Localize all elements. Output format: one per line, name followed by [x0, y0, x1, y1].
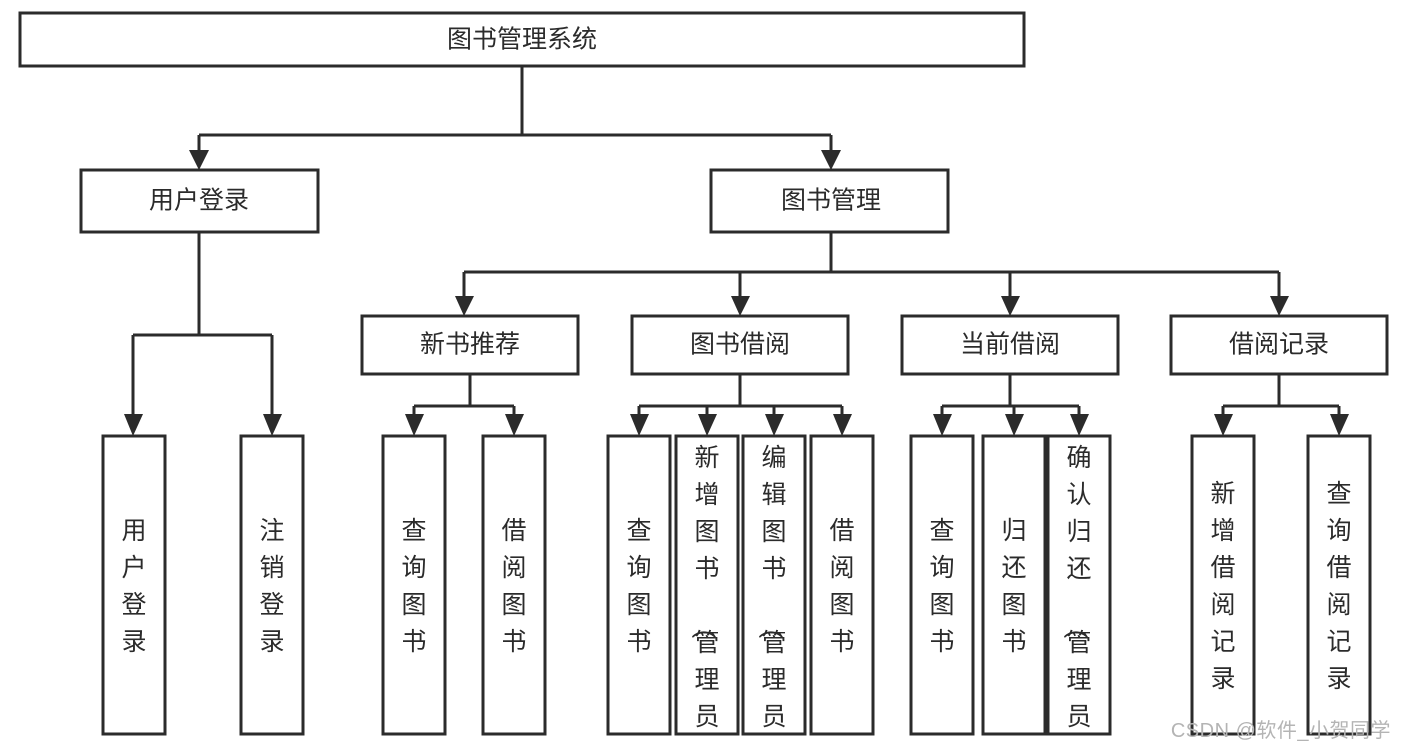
- leaf-node[interactable]: 借阅图书: [481, 434, 547, 736]
- node-book-borrow-label: 图书借阅: [690, 331, 790, 359]
- node-user-login[interactable]: 用户登录: [79, 168, 320, 234]
- leaf-node-label: 查询图书: [401, 517, 426, 656]
- arrow-new-book-leaf-1: [405, 414, 424, 436]
- leaf-node-label: 新增借阅记录: [1210, 480, 1235, 693]
- arrow-book-mgmt-child-2: [731, 296, 750, 316]
- node-root-box[interactable]: [18, 11, 1026, 68]
- node-user-login-label: 用户登录: [149, 187, 249, 215]
- leaf-node-label: 注销登录: [259, 517, 284, 656]
- leaf-node-box[interactable]: [101, 434, 167, 736]
- node-book-management-box[interactable]: [709, 168, 950, 234]
- node-book-borrow[interactable]: 图书借阅: [630, 314, 850, 376]
- leaf-node-box[interactable]: [741, 434, 807, 736]
- arrow-book-mgmt-child-4: [1270, 296, 1289, 316]
- node-book-management[interactable]: 图书管理: [709, 168, 950, 234]
- node-root[interactable]: 图书管理系统: [18, 11, 1026, 68]
- leaf-node-box[interactable]: [1046, 434, 1112, 736]
- node-current-borrow-label: 当前借阅: [960, 331, 1060, 359]
- leaf-node[interactable]: 注销登录: [239, 434, 305, 736]
- arrow-current-leaf-2: [1005, 414, 1024, 436]
- leaf-node-box[interactable]: [674, 434, 740, 736]
- node-borrow-record[interactable]: 借阅记录: [1169, 314, 1389, 376]
- leaf-node-box[interactable]: [1190, 434, 1256, 736]
- arrow-current-leaf-1: [933, 414, 952, 436]
- node-new-book-recommend-label: 新书推荐: [420, 331, 520, 359]
- leaf-node-label: 查询图书: [929, 517, 954, 656]
- node-borrow-record-box[interactable]: [1169, 314, 1389, 376]
- leaf-node[interactable]: 新增图书（管理员）: [674, 434, 740, 747]
- leaf-node-box[interactable]: [1306, 434, 1372, 736]
- leaf-node[interactable]: 归还图书: [981, 434, 1047, 736]
- arrow-book-mgmt-child-3: [1001, 296, 1020, 316]
- node-new-book-recommend[interactable]: 新书推荐: [360, 314, 580, 376]
- leaf-node-layer: 用户登录 注销登录 查询图书 借阅图书 查询图书 新增图书（管理员） 编辑图书（管理员） 借阅…: [101, 434, 1372, 747]
- connector-layer: [124, 66, 1349, 436]
- node-book-borrow-box[interactable]: [630, 314, 850, 376]
- arrow-user-login-leaf-2: [263, 414, 282, 436]
- leaf-node[interactable]: 查询图书: [909, 434, 975, 736]
- leaf-node-label: 查询图书: [626, 517, 651, 656]
- leaf-node-label: 查询借阅记录: [1326, 480, 1351, 693]
- node-user-login-box[interactable]: [79, 168, 320, 234]
- arrow-current-leaf-3: [1070, 414, 1089, 436]
- node-borrow-record-label: 借阅记录: [1229, 331, 1329, 359]
- leaf-node-box[interactable]: [606, 434, 672, 736]
- leaf-node-box[interactable]: [381, 434, 447, 736]
- leaf-node-label: 借阅图书: [501, 517, 526, 656]
- leaf-node-box[interactable]: [981, 434, 1047, 736]
- leaf-node[interactable]: 编辑图书（管理员）: [741, 434, 807, 747]
- leaf-node-box[interactable]: [909, 434, 975, 736]
- leaf-node[interactable]: 借阅图书: [809, 434, 875, 736]
- arrow-borrow-leaf-4: [833, 414, 852, 436]
- arrow-root-to-user-login: [189, 150, 209, 170]
- arrow-borrow-leaf-3: [765, 414, 784, 436]
- leaf-node-label: 编辑图书（管理员）: [755, 444, 786, 747]
- arrow-borrow-leaf-2: [698, 414, 717, 436]
- arrow-borrow-leaf-1: [630, 414, 649, 436]
- leaf-node[interactable]: 查询图书: [381, 434, 447, 736]
- leaf-node-box[interactable]: [809, 434, 875, 736]
- node-current-borrow[interactable]: 当前借阅: [900, 314, 1120, 376]
- leaf-node-label: 用户登录: [121, 517, 146, 656]
- arrow-record-leaf-2: [1330, 414, 1349, 436]
- arrow-book-mgmt-child-1: [455, 296, 474, 316]
- leaf-node-box[interactable]: [239, 434, 305, 736]
- arrow-new-book-leaf-2: [505, 414, 524, 436]
- leaf-node-label: 新增图书（管理员）: [688, 444, 719, 747]
- node-new-book-recommend-box[interactable]: [360, 314, 580, 376]
- leaf-node-label: 归还图书: [1001, 517, 1026, 656]
- leaf-node[interactable]: 确认归还（管理员）: [1046, 434, 1112, 747]
- leaf-node-label: 借阅图书: [829, 517, 854, 656]
- arrow-record-leaf-1: [1214, 414, 1233, 436]
- leaf-node[interactable]: 查询图书: [606, 434, 672, 736]
- arrow-root-to-book-mgmt: [821, 150, 841, 170]
- leaf-node[interactable]: 用户登录: [101, 434, 167, 736]
- node-current-borrow-box[interactable]: [900, 314, 1120, 376]
- leaf-node-label: 确认归还（管理员）: [1060, 444, 1091, 747]
- arrow-user-login-leaf-1: [124, 414, 143, 436]
- node-book-management-label: 图书管理: [781, 187, 881, 215]
- leaf-node[interactable]: 查询借阅记录: [1306, 434, 1372, 736]
- leaf-node[interactable]: 新增借阅记录: [1190, 434, 1256, 736]
- leaf-node-box[interactable]: [481, 434, 547, 736]
- node-root-label: 图书管理系统: [447, 26, 597, 54]
